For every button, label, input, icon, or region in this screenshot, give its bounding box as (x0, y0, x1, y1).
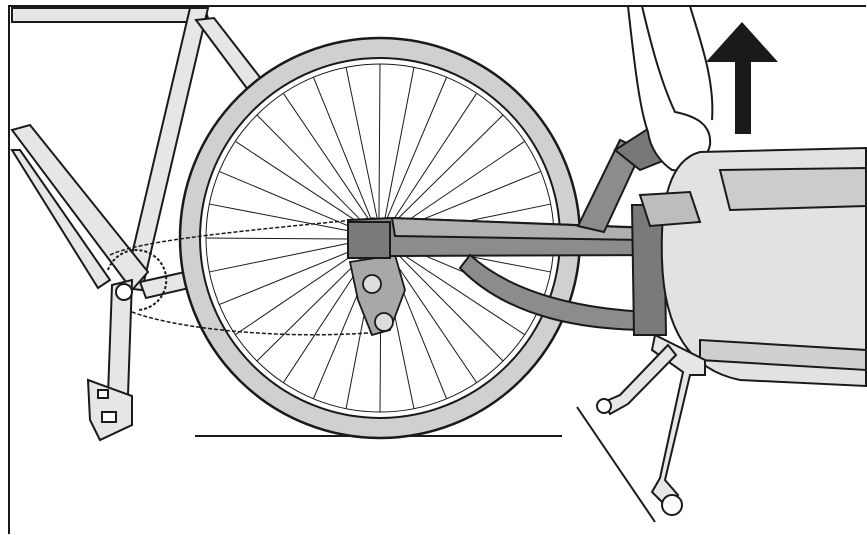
image-border (8, 5, 866, 534)
chain-lower (131, 311, 381, 336)
jockey-wheel-lower (374, 312, 394, 332)
spoke (235, 140, 371, 231)
spoke (209, 203, 369, 236)
crank-bolt (115, 283, 133, 301)
spoke (345, 67, 380, 227)
chain-upper (109, 217, 376, 256)
spoke (205, 237, 369, 240)
spoke (387, 93, 478, 229)
chainring (107, 249, 168, 311)
down-tube (10, 123, 150, 292)
trailer-window (718, 166, 867, 212)
stand-ground-line (576, 406, 656, 523)
trailer-body (638, 146, 867, 388)
thumb (676, 5, 714, 121)
spoke (387, 114, 504, 230)
spoke (209, 238, 369, 273)
jockey-wheel-upper (362, 274, 382, 294)
axle-clamp (347, 221, 391, 259)
stand-foot-rear (596, 398, 612, 414)
spoke (383, 77, 448, 227)
spoke (382, 67, 415, 227)
arrow-up-head (706, 22, 778, 62)
rear-derailleur (348, 253, 406, 337)
spoke (282, 93, 375, 228)
arrow-up-shaft (735, 60, 751, 134)
spoke (312, 77, 375, 228)
spoke (385, 248, 478, 383)
stand-leg-rear (602, 343, 678, 416)
frame-left-lower (10, 149, 112, 290)
pedal (86, 378, 133, 442)
spoke (219, 170, 369, 235)
spoke (390, 140, 525, 233)
spoke (388, 245, 504, 362)
chain (109, 217, 381, 336)
spoke (256, 114, 372, 231)
pedal-slot-1 (97, 389, 109, 399)
trailer-bracket-upper (638, 190, 702, 228)
crank-assembly (86, 249, 168, 442)
parking-stand (596, 333, 706, 516)
spoke (378, 63, 381, 227)
stand-foot-front (661, 494, 683, 516)
arrow-up-icon (706, 22, 778, 134)
pedal-slot-2 (101, 411, 117, 423)
top-tube (11, 7, 211, 23)
spoke (219, 243, 370, 306)
spoke (389, 245, 525, 336)
trailer-bracket-lower (699, 338, 867, 372)
